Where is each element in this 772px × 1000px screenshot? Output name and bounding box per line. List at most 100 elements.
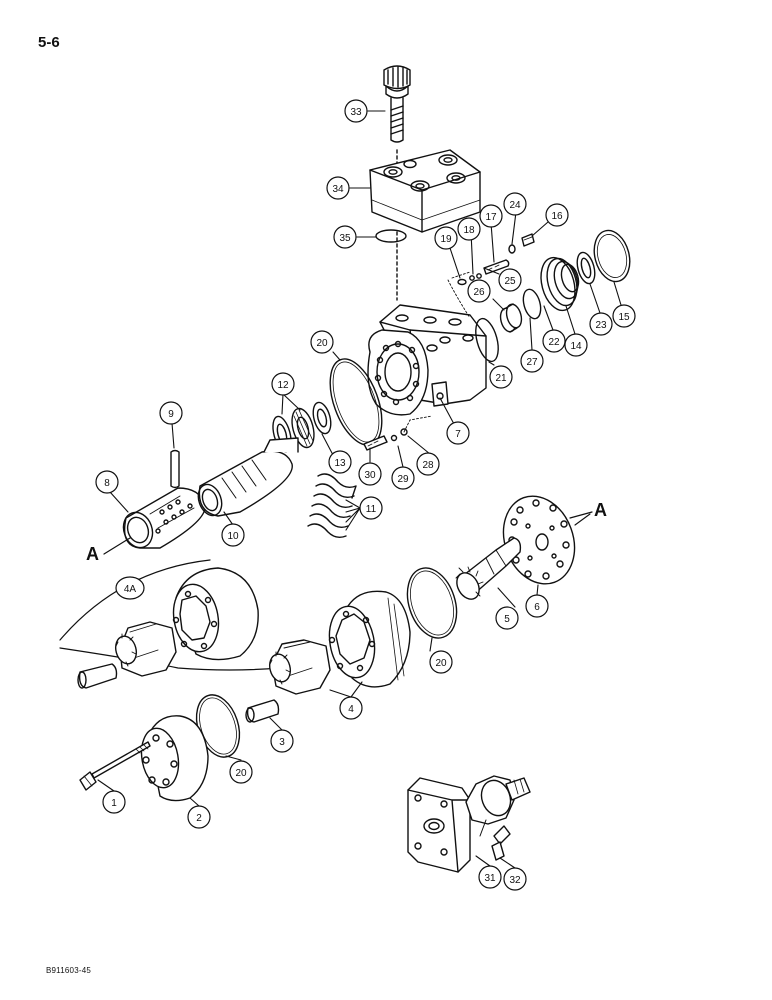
- svg-text:3: 3: [279, 737, 285, 748]
- callout-26: 26: [467, 279, 491, 303]
- callout-20-lower: 20: [229, 760, 253, 784]
- part-o-ring-21: [475, 317, 499, 363]
- part-gerotor-set: [268, 590, 411, 695]
- svg-text:A: A: [86, 544, 99, 564]
- svg-text:1: 1: [111, 798, 117, 809]
- svg-text:13: 13: [334, 458, 346, 469]
- callout-31: 31: [478, 865, 502, 889]
- svg-text:18: 18: [463, 225, 475, 236]
- inset-detail-4a: [59, 559, 281, 689]
- callout-10: 10: [221, 523, 245, 547]
- callout-16: 16: [545, 203, 569, 227]
- svg-text:4A: 4A: [124, 584, 137, 595]
- callout-17: 17: [479, 204, 503, 228]
- part-seal-23: [576, 251, 596, 285]
- svg-text:25: 25: [504, 276, 516, 287]
- part-end-cap: [140, 715, 209, 802]
- part-o-ring-middle: [406, 567, 458, 639]
- callout-29: 29: [391, 466, 415, 490]
- part-retaining-ring: [593, 229, 631, 283]
- svg-text:23: 23: [595, 320, 607, 331]
- part-relief-valve-set: [447, 233, 535, 319]
- callout-1: 1: [102, 790, 126, 814]
- part-sleeve: [122, 487, 206, 549]
- callout-14: 14: [564, 333, 588, 357]
- callout-20-middle: 20: [429, 650, 453, 674]
- callout-2: 2: [187, 805, 211, 829]
- svg-text:26: 26: [473, 287, 485, 298]
- svg-text:16: 16: [551, 211, 563, 222]
- part-bushing: [499, 303, 523, 333]
- callout-28: 28: [416, 452, 440, 476]
- part-seal-gland: [540, 256, 580, 312]
- svg-text:19: 19: [440, 234, 452, 245]
- svg-text:12: 12: [277, 380, 289, 391]
- svg-text:29: 29: [397, 474, 409, 485]
- svg-text:22: 22: [548, 337, 560, 348]
- callout-34: 34: [326, 176, 350, 200]
- callout-22: 22: [542, 329, 566, 353]
- svg-text:5: 5: [504, 614, 510, 625]
- part-plug: [246, 699, 280, 723]
- svg-text:34: 34: [332, 184, 344, 195]
- svg-text:9: 9: [168, 409, 174, 420]
- callout-20-upper: 20: [310, 330, 334, 354]
- svg-text:A: A: [594, 500, 607, 520]
- svg-text:15: 15: [618, 312, 630, 323]
- svg-text:31: 31: [484, 873, 496, 884]
- callout-27: 27: [520, 349, 544, 373]
- callout-6: 6: [525, 594, 549, 618]
- svg-text:33: 33: [350, 107, 362, 118]
- callout-21: 21: [489, 365, 513, 389]
- part-pin: [170, 449, 180, 489]
- svg-text:14: 14: [570, 341, 582, 352]
- callout-5: 5: [495, 606, 519, 630]
- part-centering-springs: [307, 473, 357, 539]
- svg-text:24: 24: [509, 200, 521, 211]
- svg-text:30: 30: [364, 470, 376, 481]
- reference-a-right: A: [569, 500, 607, 520]
- reference-a-left: A: [86, 537, 131, 564]
- callout-19: 19: [434, 226, 458, 250]
- svg-text:20: 20: [235, 768, 247, 779]
- callout-33: 33: [344, 99, 368, 123]
- leader-lines: [97, 110, 622, 869]
- callout-11: 11: [359, 496, 383, 520]
- callout-30: 30: [358, 462, 382, 486]
- svg-text:7: 7: [455, 429, 461, 440]
- part-bolt-32: [491, 825, 511, 861]
- svg-text:28: 28: [422, 460, 434, 471]
- svg-text:4: 4: [348, 704, 354, 715]
- figure-code: B911603-45: [46, 966, 91, 975]
- part-spacer-plate: [502, 495, 576, 585]
- callout-35: 35: [333, 225, 357, 249]
- callout-12: 12: [271, 372, 295, 396]
- svg-text:27: 27: [526, 357, 538, 368]
- callout-25: 25: [498, 268, 522, 292]
- page-number: 5-6: [38, 34, 60, 51]
- svg-text:2: 2: [196, 813, 202, 824]
- svg-text:21: 21: [495, 373, 507, 384]
- svg-text:35: 35: [339, 233, 351, 244]
- svg-text:20: 20: [435, 658, 447, 669]
- part-long-bolt: [79, 741, 151, 791]
- svg-text:20: 20: [316, 338, 328, 349]
- callout-23: 23: [589, 312, 613, 336]
- svg-text:10: 10: [227, 531, 239, 542]
- callout-15: 15: [612, 304, 636, 328]
- callout-13: 13: [328, 450, 352, 474]
- part-drive-shaft: [455, 537, 522, 600]
- callout-24: 24: [503, 192, 527, 216]
- part-ring-22: [522, 288, 542, 320]
- callout-7: 7: [446, 421, 470, 445]
- part-bolt-top: [383, 65, 411, 171]
- svg-text:6: 6: [534, 602, 540, 613]
- callout-9: 9: [159, 401, 183, 425]
- svg-text:32: 32: [509, 875, 521, 886]
- svg-text:17: 17: [485, 212, 497, 223]
- part-spool: [197, 437, 299, 517]
- part-end-cover: [369, 149, 481, 301]
- svg-text:11: 11: [366, 504, 377, 515]
